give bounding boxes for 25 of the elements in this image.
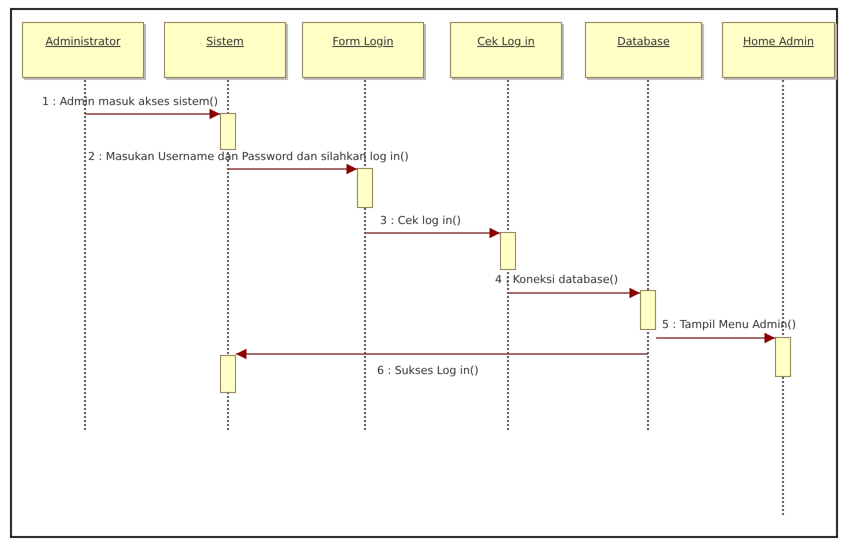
message-label: 3 : Cek log in()	[380, 214, 461, 227]
message-label: 5 : Tampil Menu Admin()	[662, 318, 796, 331]
lifeline-header: Cek Log in	[450, 22, 562, 78]
message-arrow	[365, 228, 500, 238]
message-arrow	[228, 164, 357, 174]
message-arrow	[508, 288, 640, 298]
lifeline-header: Home Admin	[722, 22, 835, 78]
message-arrow	[656, 332, 775, 344]
lifeline-header: Form Login	[302, 22, 424, 78]
lifeline-header: Database	[585, 22, 702, 78]
activation-bar	[640, 290, 656, 330]
message-arrow	[236, 348, 648, 360]
activation-bar	[220, 113, 236, 150]
activation-bar	[220, 355, 236, 393]
message-label: 4 : Koneksi database()	[495, 273, 618, 286]
lifeline-header: Administrator	[22, 22, 144, 78]
activation-bar	[775, 337, 791, 377]
message-label: 1 : Admin masuk akses sistem()	[42, 95, 218, 108]
lifeline	[84, 80, 86, 430]
lifeline-header: Sistem	[164, 22, 286, 78]
activation-bar	[357, 168, 373, 208]
activation-bar	[500, 232, 516, 270]
message-label: 6 : Sukses Log in()	[377, 364, 479, 377]
message-arrow	[85, 108, 220, 120]
message-label: 2 : Masukan Username dan Password dan silahkan log in()	[88, 150, 409, 163]
